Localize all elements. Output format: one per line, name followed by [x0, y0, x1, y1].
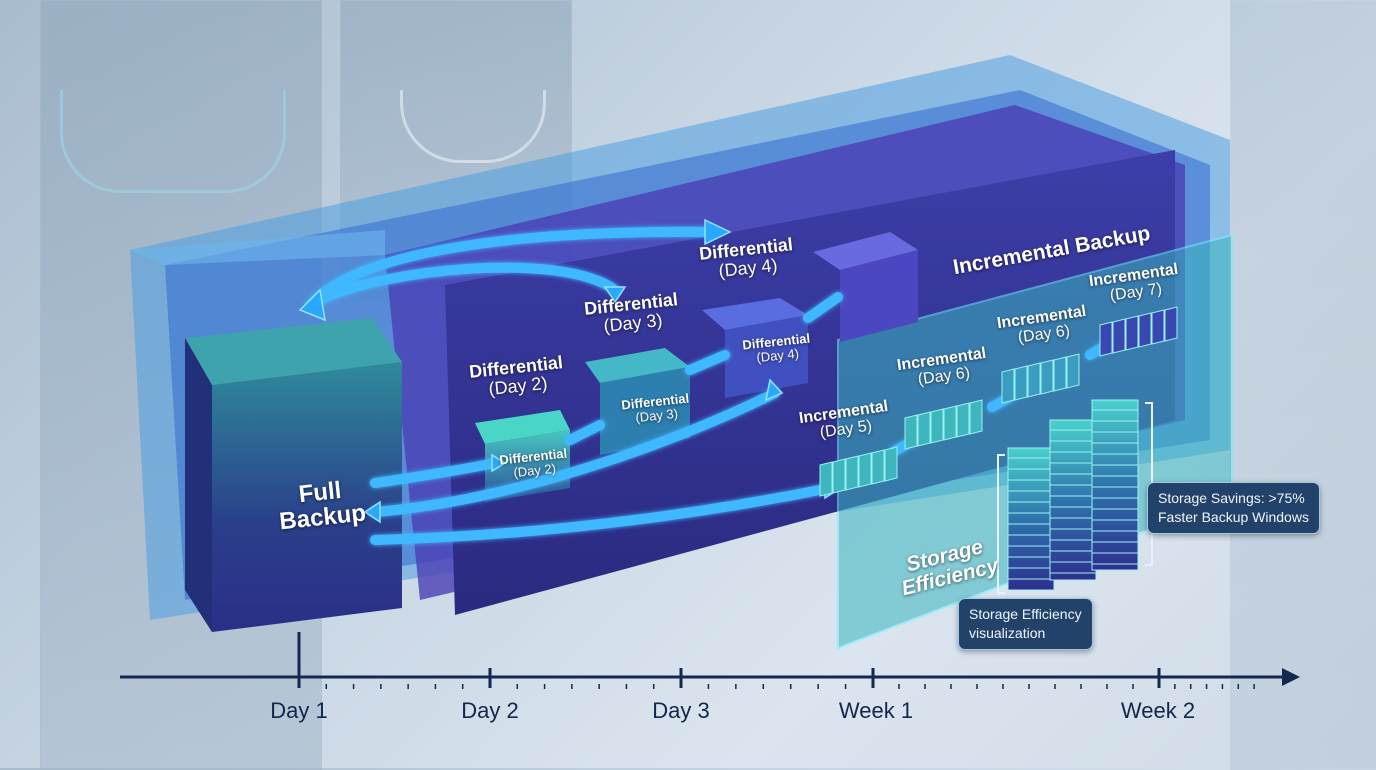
incremental-block [1040, 359, 1054, 395]
background-server-rack [1230, 0, 1376, 770]
axis-label-day2: Day 2 [461, 698, 519, 723]
storage-savings-callout: Storage Savings: >75% Faster Backup Wind… [1147, 482, 1320, 534]
incremental-block [1125, 315, 1139, 351]
incremental-block [845, 455, 859, 491]
storage-stacks [1007, 399, 1139, 591]
axis-label-day1: Day 1 [270, 698, 328, 723]
timeline-axis [120, 632, 1300, 689]
faster-backup-text: Faster Backup Windows [1158, 508, 1309, 525]
incremental-block [956, 402, 970, 438]
incremental-block [1053, 356, 1067, 392]
axis-label-day3: Day 3 [652, 698, 710, 723]
background-cables [60, 90, 286, 193]
incremental-block [884, 446, 898, 482]
incremental-block [1066, 353, 1080, 389]
incremental-block [1112, 318, 1126, 354]
visualization-line2: visualization [969, 624, 1046, 641]
incremental-block [871, 449, 885, 485]
axis-label-week1: Week 1 [838, 698, 914, 723]
incremental-block [904, 414, 918, 450]
differential-cube-day3 [585, 348, 690, 455]
incremental-block [930, 408, 944, 444]
incremental-block [832, 458, 846, 494]
incremental-block [1099, 321, 1113, 357]
full-backup-cube [185, 318, 402, 632]
storage-visualization-callout: Storage Efficiency visualization [958, 598, 1093, 650]
incremental-block [917, 411, 931, 447]
axis-label-week2: Week 2 [1120, 698, 1196, 723]
storage-stack-bar [1091, 399, 1139, 571]
storage-stack-bar [1049, 419, 1097, 581]
differential-cube-end [813, 232, 918, 342]
incremental-block [819, 461, 833, 497]
incremental-blocks [819, 306, 1178, 497]
full-backup-label: Full Backup [276, 476, 367, 536]
incremental-block [1001, 368, 1015, 404]
incremental-block [1138, 312, 1152, 348]
differential-cube-day4 [702, 298, 808, 398]
incremental-block [858, 452, 872, 488]
incremental-block [1027, 362, 1041, 398]
incremental-block [1151, 309, 1165, 345]
visualization-line1: Storage Efficiency [969, 606, 1082, 622]
incremental-block [943, 405, 957, 441]
incremental-block [1014, 365, 1028, 401]
incremental-block [1164, 306, 1178, 342]
storage-savings-text: Storage Savings: >75% [1158, 490, 1305, 506]
incremental-block [969, 399, 983, 435]
